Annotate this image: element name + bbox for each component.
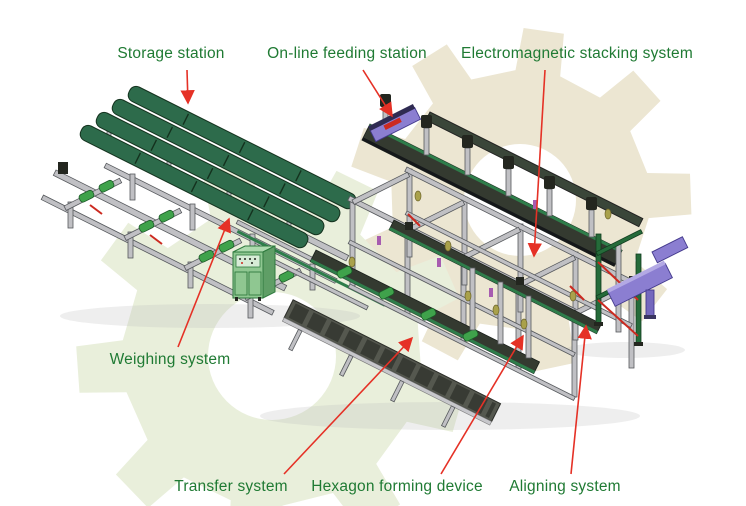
transfer-conveyor [281, 264, 502, 428]
cabinet-door [248, 271, 262, 296]
weighing-system-arrow [177, 217, 231, 348]
label-hexagon-forming-device: Hexagon forming device [311, 478, 483, 495]
storage-station-machine [40, 83, 387, 319]
label-storage-station: Storage station [117, 45, 225, 62]
aligning-system-arrow [570, 324, 592, 475]
storage-station-arrow [180, 69, 195, 105]
drive-motor [58, 162, 68, 174]
hexagon-forming-columns [464, 267, 532, 359]
stacking-conveyor-beam [361, 123, 623, 267]
label-aligning-system: Aligning system [509, 478, 621, 495]
label-weighing-system: Weighing system [109, 351, 231, 368]
label-transfer-system: Transfer system [174, 478, 288, 495]
weighing-cabinet [232, 245, 276, 301]
label-electromagnetic-stacking-system: Electromagnetic stacking system [461, 45, 693, 62]
online-feeding-station-arrow [362, 69, 393, 118]
electromagnetic-stacking-arrow [527, 69, 546, 258]
label-online-feeding-station: On-line feeding station [267, 45, 427, 62]
hexagon-forming-arrow [440, 334, 524, 475]
leader-arrows [177, 69, 592, 475]
cabinet-door [234, 271, 248, 296]
control-panel [235, 254, 261, 268]
outfeed-conveyor [606, 236, 689, 319]
feeding-rail [368, 104, 422, 143]
transfer-system-arrow [283, 336, 414, 475]
